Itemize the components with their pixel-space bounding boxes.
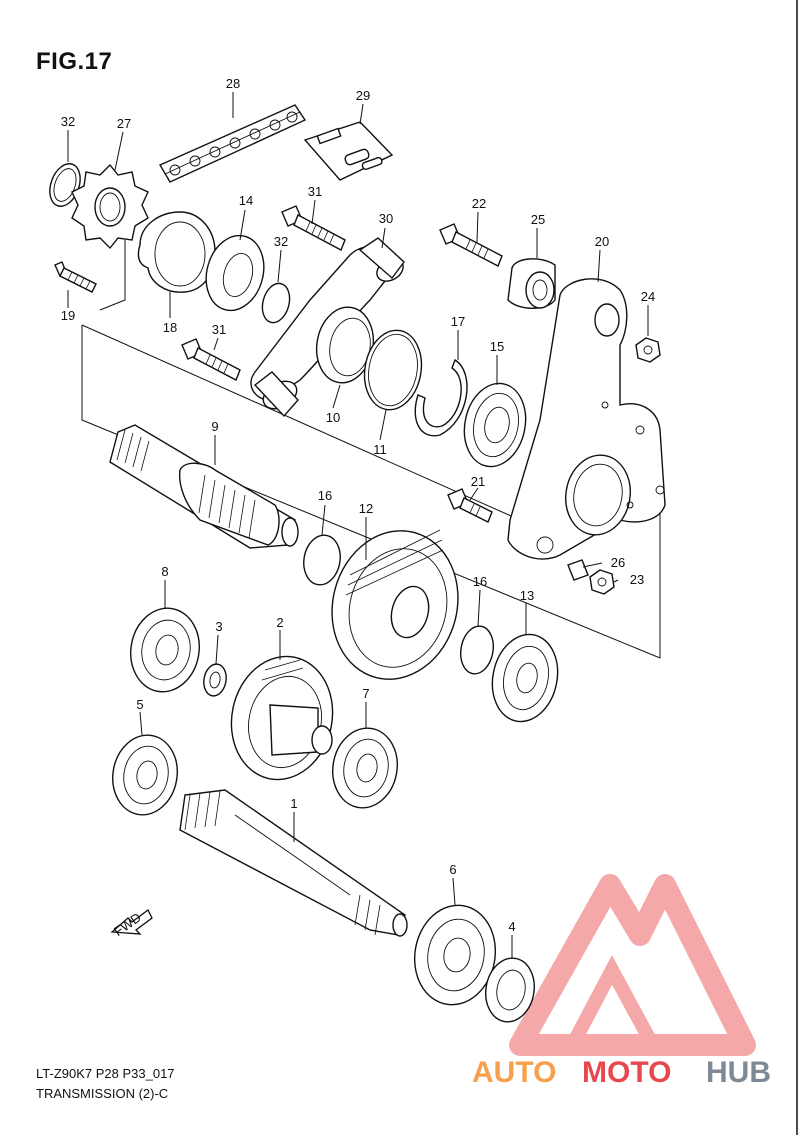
bolt-22 — [439, 223, 503, 267]
callout-15: 15 — [490, 339, 504, 354]
callout-2: 2 — [276, 615, 283, 630]
bolt-21 — [447, 488, 493, 523]
callout-5: 5 — [136, 697, 143, 712]
callout-22: 22 — [472, 196, 486, 211]
watermark-wordmark: AUTO MOTO HUB — [472, 1056, 771, 1089]
leader-lines — [67, 92, 649, 958]
callout-24: 24 — [641, 289, 655, 304]
callout-numbers: 32 27 28 29 14 32 31 30 22 25 20 24 18 3… — [61, 76, 655, 934]
callout-6: 6 — [449, 862, 456, 877]
bearing-6 — [413, 904, 497, 1006]
sprocket-cover-gasket — [137, 211, 216, 293]
oil-seal-14 — [205, 234, 265, 312]
callout-17: 17 — [451, 314, 465, 329]
circlip-17 — [414, 358, 468, 437]
bearing-5 — [112, 734, 178, 816]
drive-sprocket — [71, 163, 149, 250]
spacer-25 — [507, 258, 556, 309]
collar-26 — [567, 559, 589, 581]
bolt-31-upper — [281, 205, 346, 251]
callout-9: 9 — [211, 419, 218, 434]
callout-10: 10 — [326, 410, 340, 425]
circlip-16-upper — [303, 534, 341, 586]
circlip-16-lower — [460, 625, 494, 675]
circlip-32-top — [49, 163, 81, 207]
callout-14: 14 — [239, 193, 253, 208]
callout-25: 25 — [531, 212, 545, 227]
o-ring-11 — [363, 329, 423, 411]
callout-32-top: 32 — [61, 114, 75, 129]
figure-title: FIG.17 — [36, 48, 113, 75]
chain-joint — [303, 121, 394, 181]
callout-32-mid: 32 — [274, 234, 288, 249]
nut-23 — [589, 569, 615, 595]
callout-3: 3 — [215, 619, 222, 634]
watermark-moto: MOTO — [582, 1056, 671, 1089]
callout-28: 28 — [226, 76, 240, 91]
nut-24 — [635, 337, 661, 363]
fwd-arrow-icon: FWD — [110, 909, 153, 939]
bearing-7 — [332, 727, 398, 809]
drive-chain — [158, 104, 307, 183]
callout-29: 29 — [356, 88, 370, 103]
gear-12 — [331, 529, 459, 680]
oil-seal-4 — [485, 957, 535, 1023]
countershaft-9 — [109, 424, 299, 549]
circlip-32-mid — [261, 282, 291, 324]
watermark-logo — [509, 874, 756, 1056]
section-title: TRANSMISSION (2)-C — [36, 1086, 169, 1101]
callout-31-lower: 31 — [212, 322, 226, 337]
callout-19: 19 — [61, 308, 75, 323]
bolt-31-lower — [181, 338, 241, 381]
callout-16-lower: 16 — [473, 574, 487, 589]
driveshaft-1 — [179, 789, 408, 937]
bearing-15 — [463, 382, 527, 468]
callout-26: 26 — [611, 555, 625, 570]
bearing-13 — [491, 633, 559, 723]
callout-1: 1 — [290, 796, 297, 811]
watermark-auto: AUTO — [472, 1056, 556, 1089]
bolt-19 — [54, 261, 97, 293]
washer-3 — [203, 663, 227, 697]
callout-23: 23 — [630, 572, 644, 587]
callout-16-upper: 16 — [318, 488, 332, 503]
callout-21: 21 — [471, 474, 485, 489]
callout-20: 20 — [595, 234, 609, 249]
callout-18: 18 — [163, 320, 177, 335]
callout-7: 7 — [362, 686, 369, 701]
callout-13: 13 — [520, 588, 534, 603]
watermark-hub: HUB — [706, 1056, 771, 1089]
callout-8: 8 — [161, 564, 168, 579]
callout-31-upper: 31 — [308, 184, 322, 199]
model-code: LT-Z90K7 P28 P33_017 — [36, 1066, 175, 1081]
gear-2 — [230, 655, 334, 781]
callout-11: 11 — [373, 442, 387, 457]
callout-30: 30 — [379, 211, 393, 226]
bearing-8 — [130, 607, 200, 693]
callout-12: 12 — [359, 501, 373, 516]
callout-27: 27 — [117, 116, 131, 131]
callout-4: 4 — [508, 919, 515, 934]
bearing-bracket — [507, 278, 666, 560]
